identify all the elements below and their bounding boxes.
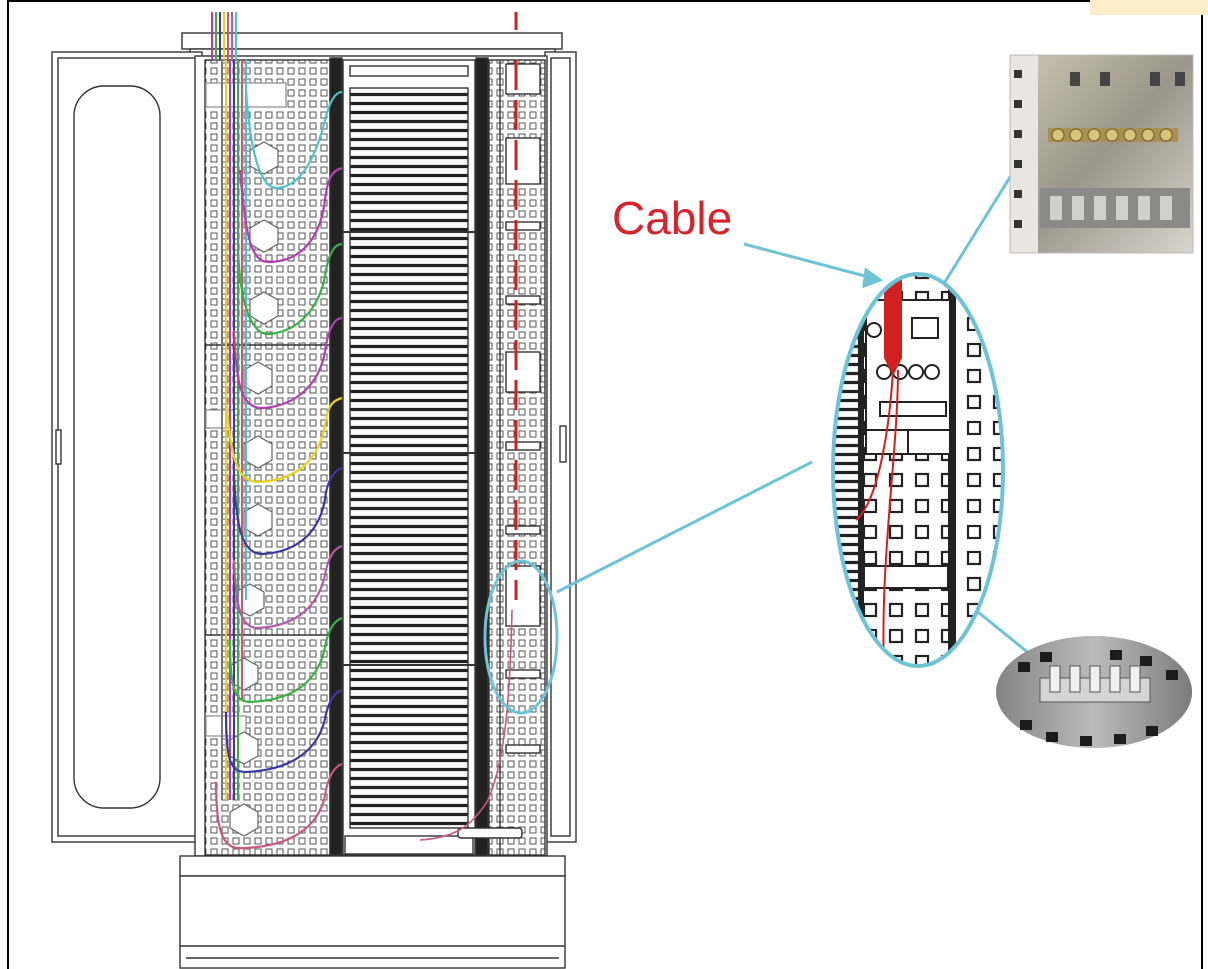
cabinet-front-view xyxy=(51,32,577,969)
incoming-cable-bundle xyxy=(211,12,518,800)
cable-callout-label: Cable xyxy=(612,192,733,244)
fibre-routing-loops xyxy=(214,89,513,850)
detail-ellipse-small xyxy=(483,559,559,715)
corner-tab xyxy=(1090,0,1208,15)
cable-clamp-photo xyxy=(996,636,1192,748)
grounding-bar-photo xyxy=(1009,54,1194,254)
detail-magnifier-ellipse xyxy=(831,272,1005,668)
